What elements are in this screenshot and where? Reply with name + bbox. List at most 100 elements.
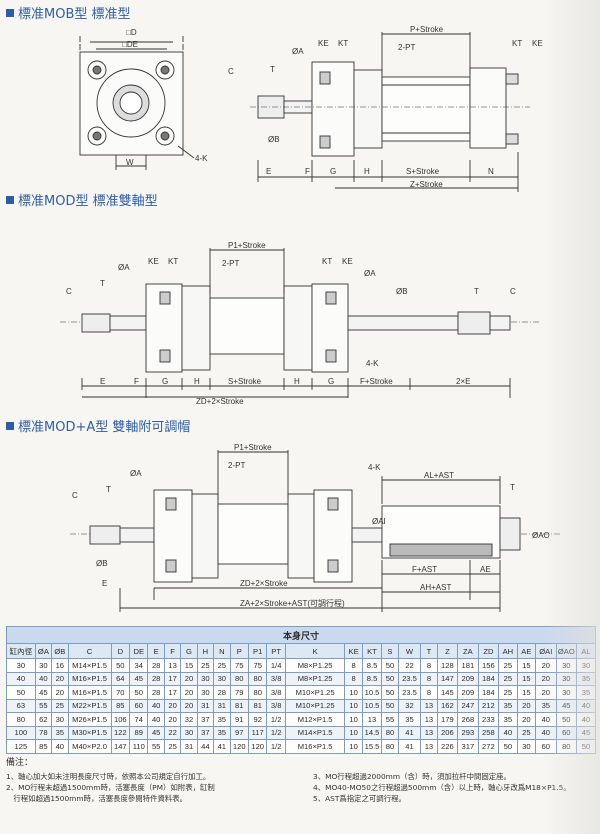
table-cell: 317 xyxy=(457,739,479,754)
table-cell: 125 xyxy=(6,739,36,754)
table-header-cell: F xyxy=(163,643,182,659)
dim-label-e: E xyxy=(100,377,105,386)
table-caption: 本身尺寸 xyxy=(6,626,596,644)
dim-label-s-stroke: S+Stroke xyxy=(228,377,262,386)
table-cell: 78 xyxy=(34,725,53,740)
table-cell: 41 xyxy=(213,739,231,754)
table-cell: 35 xyxy=(397,712,422,727)
dim-label-t: T xyxy=(270,65,275,74)
table-cell: 80 xyxy=(6,712,36,727)
table-header-cell: H xyxy=(196,643,215,659)
table-cell: 30 xyxy=(555,658,578,673)
table-header-cell: G xyxy=(180,643,198,659)
notes-right: 3、MO行程超過2000mm（含）時，須加拉杆中間固定座。4、MO40-MO50… xyxy=(313,771,596,804)
table-header-cell: N xyxy=(213,643,231,659)
table-cell: 10 xyxy=(344,712,363,727)
table-cell: 62 xyxy=(34,712,53,727)
table-header-cell: ZA xyxy=(457,643,479,659)
table-cell: 55 xyxy=(381,712,399,727)
table-cell: 35 xyxy=(213,712,231,727)
table-cell: M16×P1.5 xyxy=(67,671,112,686)
table-cell: 15 xyxy=(516,685,537,700)
table-cell: 120 xyxy=(229,739,249,754)
table-cell: 35 xyxy=(51,725,69,740)
table-cell: 50 xyxy=(129,685,149,700)
table-cell: 37 xyxy=(196,712,215,727)
table-cell: M26×P1.5 xyxy=(67,712,112,727)
dim-label-f: F xyxy=(134,377,139,386)
table-cell: 13 xyxy=(163,658,182,673)
table-cell: 35 xyxy=(498,712,518,727)
table-cell: 8 xyxy=(344,658,363,673)
dim-label-b: ØB xyxy=(268,135,280,144)
table-cell: 10 xyxy=(344,739,363,754)
table-cell: 258 xyxy=(477,725,500,740)
table-cell: M14×P1.5 xyxy=(284,725,346,740)
note-line: 5、AST爲指定之可調行程。 xyxy=(313,794,406,803)
table-cell: 8.5 xyxy=(361,671,383,686)
table-cell: 40 xyxy=(535,712,557,727)
table-cell: 35 xyxy=(576,685,596,700)
table-cell: 80 xyxy=(247,685,268,700)
note-line: 4、MO40-MO50之行程超過500mm（含）以上時，軸心牙改爲M18×P1.… xyxy=(313,783,571,792)
table-cell: 110 xyxy=(129,739,149,754)
table-cell: 272 xyxy=(477,739,500,754)
table-cell: 8 xyxy=(420,685,438,700)
table-cell: 179 xyxy=(436,712,459,727)
table-cell: 80 xyxy=(555,739,578,754)
table-cell: 40 xyxy=(535,725,557,740)
table-cell: 41 xyxy=(397,739,422,754)
dim-label-ke-right: KE xyxy=(532,39,543,48)
table-cell: 64 xyxy=(110,671,131,686)
table-cell: 209 xyxy=(457,685,479,700)
table-cell: 25 xyxy=(163,739,182,754)
table-cell: 80 xyxy=(247,671,268,686)
dim-label-g: G xyxy=(330,167,336,176)
table-cell: 147 xyxy=(110,739,131,754)
table-cell: 50 xyxy=(110,658,131,673)
table-cell: 23.5 xyxy=(397,685,422,700)
dim-label-n: N xyxy=(488,167,494,176)
dim-label-c: C xyxy=(66,287,72,296)
table-cell: 60 xyxy=(555,725,578,740)
notes: 備注： 1、軸心加大如未注明長度尺寸時，依照本公司規定自行加工。2、MO行程未超… xyxy=(6,758,596,804)
table-cell: 97 xyxy=(229,725,249,740)
dim-label-p-stroke: P+Stroke xyxy=(410,25,444,34)
table-cell: 20 xyxy=(535,685,557,700)
table-cell: 31 xyxy=(196,698,215,713)
table-cell: 10 xyxy=(344,685,363,700)
table-cell: 226 xyxy=(436,739,459,754)
table-cell: 13 xyxy=(361,712,383,727)
table-cell: 156 xyxy=(477,658,500,673)
table-cell: 45 xyxy=(129,671,149,686)
dim-label-kt: KT xyxy=(168,257,178,266)
table-cell: 30 xyxy=(555,685,578,700)
dim-label-a-right: ØA xyxy=(364,269,376,278)
mod-drawing: ØA KE KT P1+Stroke 2-PT KT KE ØA C T ØB … xyxy=(60,241,540,406)
table-cell: M10×P1.25 xyxy=(284,685,346,700)
table-cell: 60 xyxy=(535,739,557,754)
table-cell: 45 xyxy=(576,725,596,740)
dim-label-p1-stroke: P1+Stroke xyxy=(234,443,272,452)
table-cell: 17 xyxy=(163,685,182,700)
dim-label-s-stroke: S+Stroke xyxy=(406,167,440,176)
mod-a-drawing: P1+Stroke ØA 2-PT 4-K C T ØAI AL+AST T Ø… xyxy=(70,443,560,612)
table-cell: 20 xyxy=(180,698,198,713)
dim-label-ke: KE xyxy=(148,257,159,266)
table-cell: 106 xyxy=(110,712,131,727)
table-cell: 30 xyxy=(180,725,198,740)
table-header-cell: ØAI xyxy=(535,643,557,659)
table-cell: 162 xyxy=(436,698,459,713)
table-cell: 25 xyxy=(196,658,215,673)
table-cell: M30×P1.5 xyxy=(67,725,112,740)
table-cell: 50 xyxy=(381,671,399,686)
dim-label-kt: KT xyxy=(338,39,348,48)
dim-label-c: C xyxy=(228,67,234,76)
table-cell: 30 xyxy=(555,671,578,686)
